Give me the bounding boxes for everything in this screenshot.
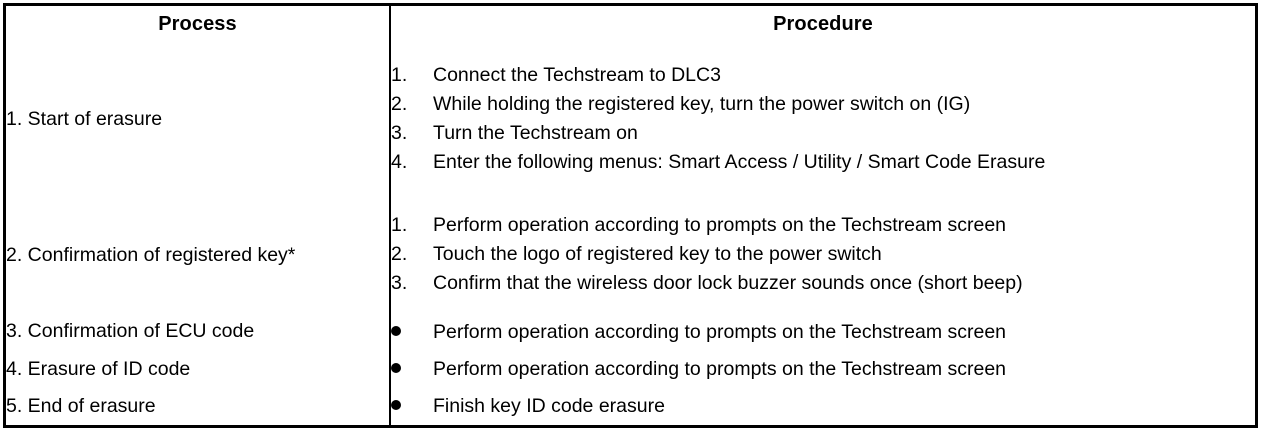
step-text: Perform operation according to prompts o…: [433, 357, 1007, 380]
table-row: 5. End of erasure Finish key ID code era…: [6, 387, 1255, 425]
procedure-step-list: 1. Perform operation according to prompt…: [391, 211, 1255, 298]
bullet-icon: [391, 392, 425, 421]
procedure-step-list: Finish key ID code erasure: [391, 392, 1255, 420]
process-label: 5. End of erasure: [6, 387, 391, 425]
list-item: 2. While holding the registered key, tur…: [391, 90, 1255, 119]
procedure-cell: Perform operation according to prompts o…: [390, 313, 1255, 350]
table-body: 1. Start of erasure 1. Connect the Techs…: [6, 42, 1255, 425]
procedure-step-list: 1. Connect the Techstream to DLC3 2. Whi…: [391, 61, 1255, 177]
process-label: 1. Start of erasure: [6, 42, 391, 197]
procedure-cell: 1. Connect the Techstream to DLC3 2. Whi…: [390, 42, 1255, 197]
step-number: 2.: [391, 93, 408, 116]
table-row: 2. Confirmation of registered key* 1. Pe…: [6, 196, 1255, 313]
step-number: 3.: [391, 122, 408, 145]
procedure-cell: Finish key ID code erasure: [390, 388, 1255, 425]
procedure-cell: Perform operation according to prompts o…: [390, 350, 1255, 387]
step-number: 3.: [391, 272, 408, 295]
list-item: 3. Confirm that the wireless door lock b…: [391, 269, 1255, 298]
process-label: 4. Erasure of ID code: [6, 350, 391, 388]
key-id-code-erasure-table: Process Procedure 1. Start of erasure 1.…: [6, 6, 1255, 425]
procedure-step-list: Perform operation according to prompts o…: [391, 318, 1255, 346]
list-item: 2. Touch the logo of registered key to t…: [391, 240, 1255, 269]
table-header: Process Procedure: [6, 6, 1255, 42]
step-number: 1.: [391, 64, 408, 87]
list-item: Perform operation according to prompts o…: [391, 318, 1255, 346]
procedure-step-list: Perform operation according to prompts o…: [391, 355, 1255, 383]
procedure-cell: 1. Perform operation according to prompt…: [390, 197, 1255, 313]
list-item: 3. Turn the Techstream on: [391, 119, 1255, 148]
procedure-table-container: Process Procedure 1. Start of erasure 1.…: [3, 3, 1258, 428]
bullet-icon: [391, 355, 425, 384]
step-number: 1.: [391, 214, 408, 237]
step-text: Connect the Techstream to DLC3: [433, 64, 721, 87]
step-text: Touch the logo of registered key to the …: [433, 243, 882, 266]
process-label: 2. Confirmation of registered key*: [6, 196, 391, 313]
column-header-process: Process: [6, 6, 391, 42]
list-item: 1. Connect the Techstream to DLC3: [391, 61, 1255, 90]
step-number: 2.: [391, 243, 408, 266]
table-row: 3. Confirmation of ECU code Perform oper…: [6, 312, 1255, 351]
bullet-icon: [391, 318, 425, 347]
step-text: Confirm that the wireless door lock buzz…: [433, 272, 1023, 295]
step-text: Perform operation according to prompts o…: [433, 214, 1007, 237]
list-item: Finish key ID code erasure: [391, 392, 1255, 420]
list-item: 1. Perform operation according to prompt…: [391, 211, 1255, 240]
list-item: 4. Enter the following menus: Smart Acce…: [391, 148, 1255, 177]
step-text: Perform operation according to prompts o…: [433, 320, 1007, 343]
step-text: Finish key ID code erasure: [433, 395, 665, 418]
step-text: Enter the following menus: Smart Access …: [433, 151, 1046, 174]
process-label: 3. Confirmation of ECU code: [6, 312, 391, 351]
table-row: 4. Erasure of ID code Perform operation …: [6, 350, 1255, 388]
step-number: 4.: [391, 151, 408, 174]
column-header-procedure: Procedure: [773, 12, 873, 35]
table-row: 1. Start of erasure 1. Connect the Techs…: [6, 42, 1255, 197]
list-item: Perform operation according to prompts o…: [391, 355, 1255, 383]
step-text: Turn the Techstream on: [433, 122, 638, 145]
header-row: Process Procedure: [6, 6, 1255, 42]
step-text: While holding the registered key, turn t…: [433, 93, 971, 116]
